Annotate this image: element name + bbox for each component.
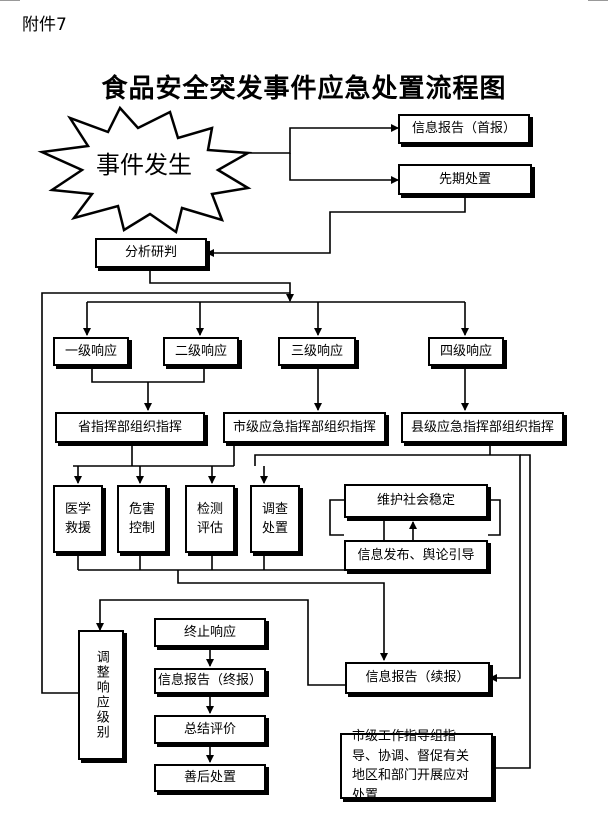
- terminate-response-box: 终止响应: [154, 618, 266, 647]
- adjust-level-box: 调整响应级别: [78, 630, 124, 760]
- event-occurrence-label: 事件发生: [96, 151, 192, 179]
- level1-response-box: 一级响应: [53, 337, 129, 366]
- province-command-box: 省指挥部组织指挥: [55, 412, 205, 443]
- testing-evaluation-box: 检测评估: [185, 485, 235, 553]
- info-publish-box: 信息发布、舆论引导: [344, 540, 488, 571]
- initial-handling-box: 先期处置: [398, 164, 532, 195]
- followup-report-box: 信息报告（续报）: [345, 662, 490, 694]
- final-report-box: 信息报告（终报）: [154, 668, 266, 694]
- event-starburst-shape: [37, 105, 253, 235]
- level4-response-box: 四级响应: [428, 337, 504, 366]
- level3-response-box: 三级响应: [278, 337, 356, 366]
- corner-mark-right: [588, 0, 608, 1]
- page-title: 食品安全突发事件应急处置流程图: [101, 74, 507, 104]
- analysis-box: 分析研判: [95, 238, 207, 268]
- medical-rescue-box: 医学救援: [53, 485, 103, 553]
- investigation-handling-box: 调查处置: [250, 485, 300, 553]
- social-stability-box: 维护社会稳定: [344, 484, 488, 518]
- initial-report-box: 信息报告（首报）: [398, 114, 530, 144]
- city-command-box: 市级应急指挥部组织指挥: [223, 412, 386, 443]
- annex-label: 附件7: [22, 15, 67, 35]
- county-command-box: 县级应急指挥部组织指挥: [401, 412, 564, 443]
- corner-mark-left: [0, 0, 20, 1]
- level2-response-box: 二级响应: [163, 337, 239, 366]
- hazard-control-box: 危害控制: [117, 485, 167, 553]
- city-guidance-box: 市级工作指导组指导、协调、督促有关地区和部门开展应对处置: [340, 729, 493, 803]
- summary-evaluation-box: 总结评价: [154, 715, 266, 744]
- aftermath-box: 善后处置: [154, 764, 266, 792]
